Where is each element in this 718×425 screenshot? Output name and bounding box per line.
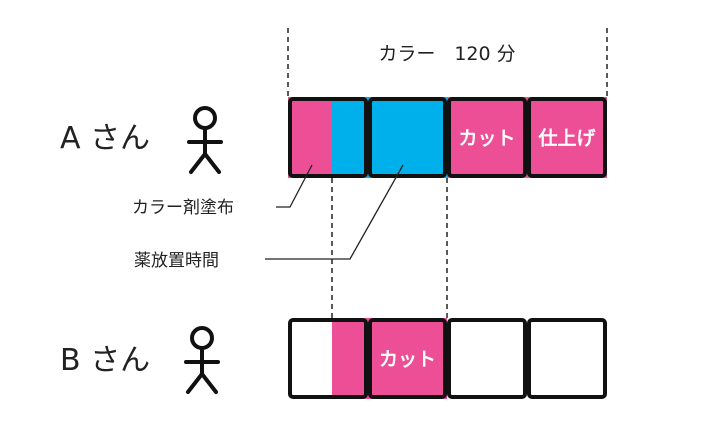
timeline-segment-fill (288, 97, 332, 178)
timeline-segment-label: カット (379, 349, 436, 371)
timeline-segment-fill (332, 97, 368, 178)
timeline-cell-outline (527, 97, 607, 178)
timeline-segment-label: 仕上げ (537, 127, 596, 150)
apply-callout-label: カラー剤塗布 (132, 197, 234, 218)
timeline-cell-outline (368, 97, 447, 178)
duration-label: カラー 120 分 (378, 43, 515, 65)
stick-figure-icon (187, 106, 223, 174)
timeline-segment-fill (368, 318, 447, 399)
person-b-name: B さん (60, 343, 150, 378)
timeline-cell-outline (447, 97, 527, 178)
timeline-segment-fill (527, 318, 607, 399)
apply-leader-line (276, 164, 313, 208)
wait-leader-line (265, 164, 404, 260)
person-a-timeline: カット仕上げ (288, 97, 607, 178)
timeline-cell-outline (527, 318, 607, 399)
timeline-segment-fill (527, 97, 607, 178)
timeline-cell-outline (288, 97, 368, 178)
timeline-segment-fill (447, 318, 527, 399)
wait-callout-label: 薬放置時間 (134, 251, 219, 271)
timeline-cell-outline (368, 318, 447, 399)
timeline-segment-fill (368, 97, 447, 178)
timeline-segment-fill (332, 318, 368, 399)
stick-figure-icon (184, 326, 220, 394)
person-a-name: A さん (60, 121, 150, 156)
timeline-segment-fill (447, 97, 527, 178)
timeline-segment-label: カット (458, 128, 515, 150)
timeline-segment-fill (288, 318, 332, 399)
person-b-timeline: カット (288, 318, 607, 399)
timeline-cell-outline (288, 318, 368, 399)
timeline-cell-outline (447, 318, 527, 399)
